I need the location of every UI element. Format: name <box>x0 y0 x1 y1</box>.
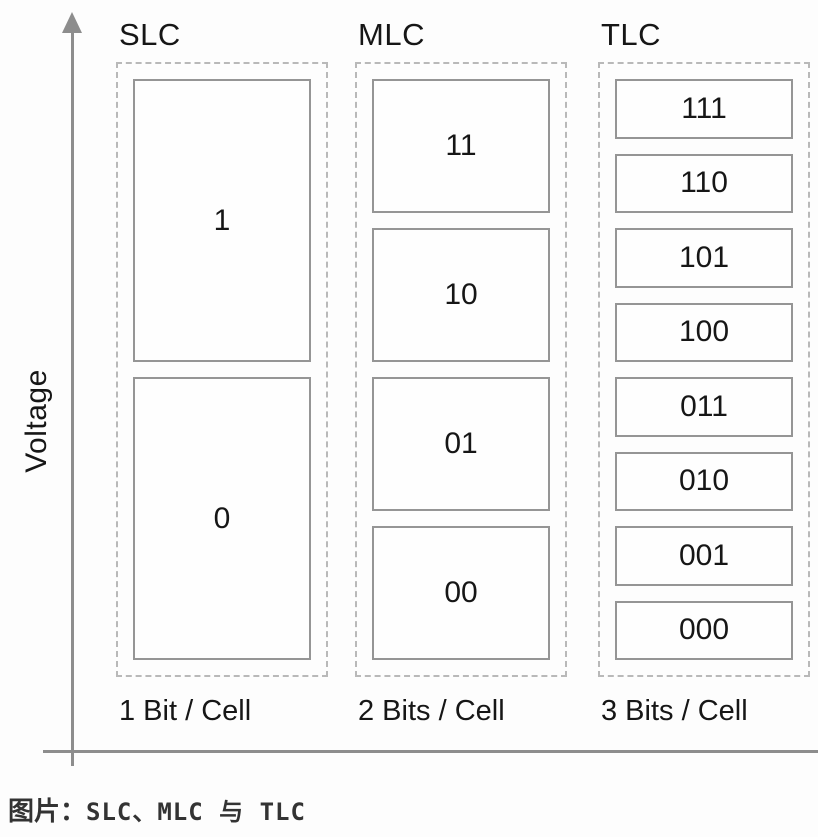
voltage-level-cell: 110 <box>615 153 793 213</box>
voltage-level-cell: 101 <box>615 228 793 288</box>
figure-caption: 图片：SLC、MLC 与 TLC <box>8 791 306 828</box>
cell-group-mlc: 11 10 01 00 <box>355 62 567 677</box>
column-title-mlc: MLC <box>358 17 425 52</box>
voltage-level-cell: 00 <box>372 526 550 660</box>
y-axis-label: Voltage <box>20 369 53 473</box>
voltage-level-cell: 01 <box>372 377 550 511</box>
y-axis-arrowhead-icon <box>62 12 82 33</box>
voltage-level-cell: 011 <box>615 377 793 437</box>
column-caption-slc: 1 Bit / Cell <box>119 695 252 727</box>
x-axis-line <box>43 750 818 753</box>
y-axis-line <box>71 30 74 766</box>
cell-group-tlc: 111 110 101 100 011 010 001 000 <box>598 62 810 677</box>
column-caption-tlc: 3 Bits / Cell <box>601 695 748 727</box>
voltage-level-cell: 11 <box>372 79 550 213</box>
figure-caption-text: SLC、MLC 与 TLC <box>86 798 306 826</box>
column-mlc: MLC 11 10 01 00 2 Bits / Cell <box>355 19 567 728</box>
voltage-level-cell: 0 <box>133 377 311 660</box>
voltage-level-cell: 000 <box>615 600 793 660</box>
figure-caption-prefix: 图片： <box>8 796 87 826</box>
voltage-level-cell: 111 <box>615 79 793 139</box>
column-title-slc: SLC <box>119 17 181 52</box>
voltage-level-cell: 1 <box>133 79 311 362</box>
voltage-level-cell: 001 <box>615 526 793 586</box>
column-tlc: TLC 111 110 101 100 011 010 001 000 3 Bits / Ce… <box>598 19 810 728</box>
voltage-level-cell: 10 <box>372 228 550 362</box>
voltage-level-cell: 100 <box>615 302 793 362</box>
column-title-tlc: TLC <box>601 17 662 52</box>
voltage-level-cell: 010 <box>615 451 793 511</box>
column-caption-mlc: 2 Bits / Cell <box>358 695 505 727</box>
